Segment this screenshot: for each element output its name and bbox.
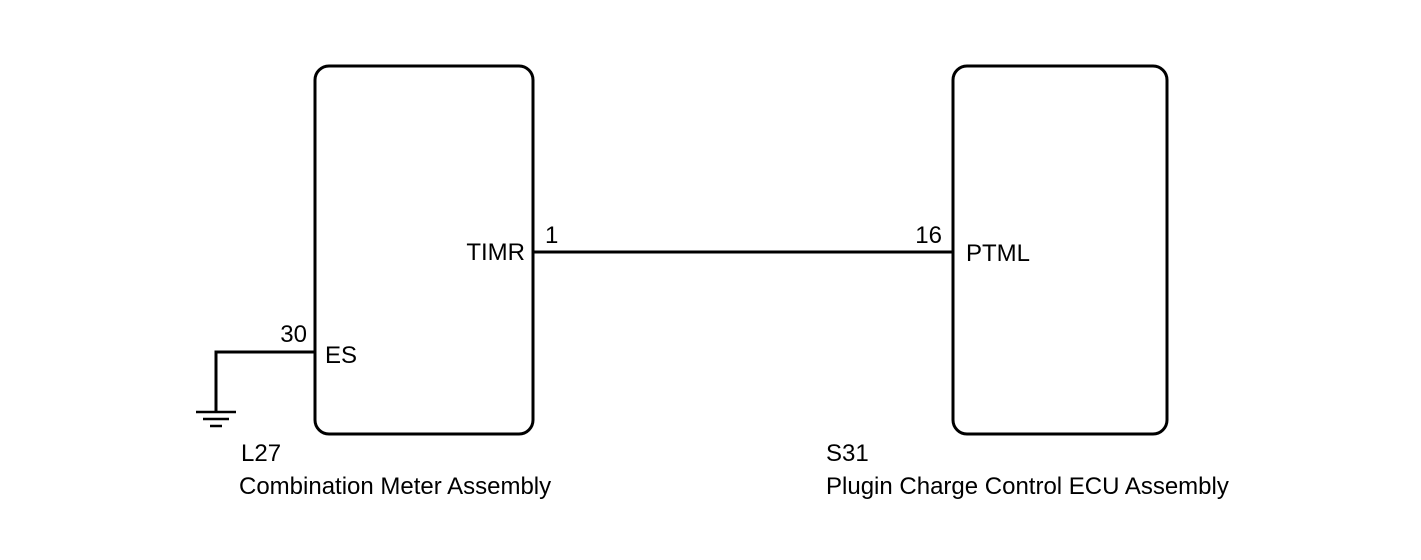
- ground-icon: [196, 410, 236, 428]
- pin-number-1: 1: [545, 222, 558, 249]
- pin-number-30: 30: [280, 321, 307, 348]
- plugin-charge-ecu-body: [951, 64, 1169, 436]
- component-id-l27: L27: [241, 440, 281, 467]
- pin-signal-es: ES: [325, 342, 357, 369]
- pin-number-16: 16: [915, 222, 942, 249]
- pin-signal-timr: TIMR: [466, 239, 525, 266]
- wire-es-ground: [214, 350, 315, 412]
- component-name-combination-meter: Combination Meter Assembly: [239, 473, 551, 500]
- combination-meter-body: [313, 64, 535, 436]
- pin-signal-ptml: PTML: [966, 240, 1030, 267]
- component-plugin-charge-ecu: PTML 16 S31 Plugin Charge Control ECU As…: [826, 64, 1229, 500]
- component-name-plugin-charge-ecu: Plugin Charge Control ECU Assembly: [826, 473, 1229, 500]
- component-id-s31: S31: [826, 440, 869, 467]
- component-combination-meter: TIMR 1 ES 30 L27 Combination Meter Assem…: [239, 64, 558, 500]
